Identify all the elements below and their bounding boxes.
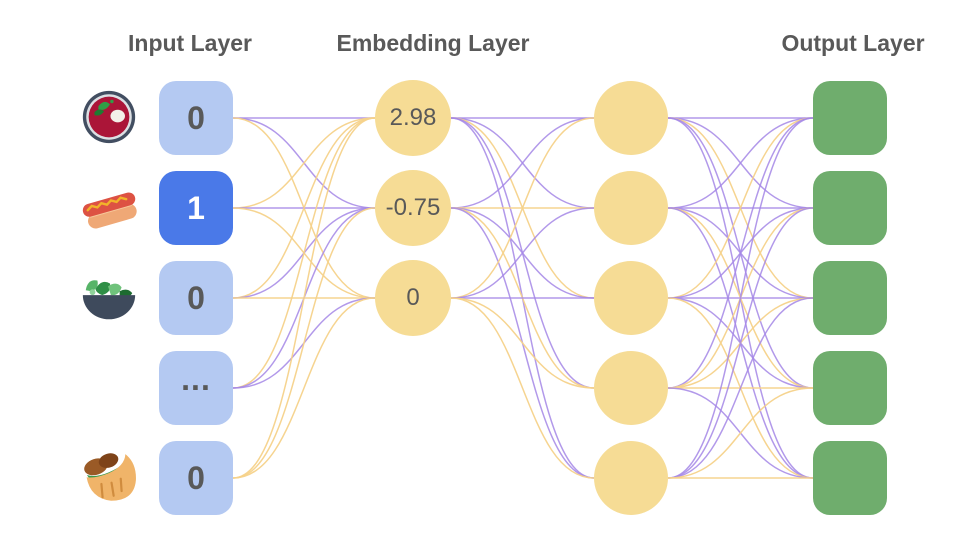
embedding-node: 0 xyxy=(375,260,451,336)
hidden-node xyxy=(594,261,668,335)
connection-edge xyxy=(232,117,376,209)
connection-edge xyxy=(667,117,814,299)
connection-edge xyxy=(667,387,814,479)
connection-edge xyxy=(667,117,814,209)
output-node xyxy=(813,351,887,425)
input-node: 0 xyxy=(159,441,233,515)
output-layer-title: Output Layer xyxy=(781,30,925,56)
input-node: ... xyxy=(159,351,233,425)
connection-edge xyxy=(232,297,376,479)
embedding-value: -0.75 xyxy=(385,194,441,221)
hidden-node xyxy=(594,81,668,155)
connection-edge xyxy=(450,117,595,209)
hotdog-icon xyxy=(78,176,142,240)
connection-edge xyxy=(667,117,814,389)
hidden-node xyxy=(594,171,668,245)
connection-edge xyxy=(450,207,595,299)
hidden-node xyxy=(594,351,668,425)
connection-edge xyxy=(232,117,376,479)
input-node: 0 xyxy=(159,81,233,155)
embedding-value: 0 xyxy=(406,284,420,311)
hidden-node xyxy=(594,441,668,515)
connection-edge xyxy=(667,117,814,479)
output-node xyxy=(813,81,887,155)
connection-edge xyxy=(450,297,595,479)
embedding-value: 2.98 xyxy=(389,104,437,131)
embedding-layer-title: Embedding Layer xyxy=(336,30,530,56)
connection-edge xyxy=(232,207,376,479)
embedding-node: 2.98 xyxy=(375,80,451,156)
connection-edge xyxy=(450,117,595,299)
stuffed-flatbread-icon xyxy=(78,446,142,510)
input-value: 1 xyxy=(187,189,205,226)
connection-edge xyxy=(667,207,814,479)
output-node xyxy=(813,171,887,245)
connection-edge xyxy=(667,297,814,479)
embedding-node: -0.75 xyxy=(375,170,451,246)
input-value: ... xyxy=(181,360,211,397)
connection-edge xyxy=(232,117,376,389)
input-value: 0 xyxy=(187,279,205,316)
input-value: 0 xyxy=(187,459,205,496)
salad-icon xyxy=(78,266,142,330)
connection-edge xyxy=(232,117,376,299)
output-node xyxy=(813,441,887,515)
connection-edge xyxy=(450,297,595,389)
output-node xyxy=(813,261,887,335)
input-node: 1 xyxy=(159,171,233,245)
input-node: 0 xyxy=(159,261,233,335)
input-layer-title: Input Layer xyxy=(128,30,252,56)
soup-icon xyxy=(78,86,142,150)
input-value: 0 xyxy=(187,99,205,136)
